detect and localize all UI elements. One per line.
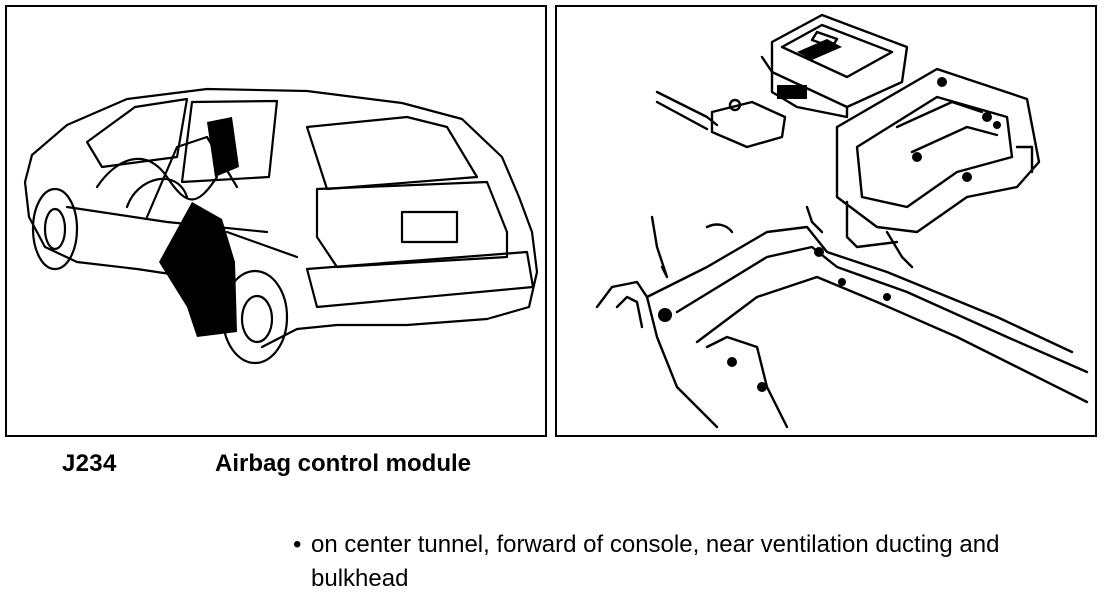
component-title: Airbag control module [215, 450, 472, 477]
location-note-text: on center tunnel, forward of console, ne… [311, 531, 1000, 592]
bullet-icon: • [293, 531, 302, 558]
airbag-module-detail-icon [595, 13, 1089, 429]
location-note: • on center tunnel, forward of console, … [293, 528, 1053, 596]
component-code: J234 [62, 450, 117, 477]
module-detail-panel [555, 5, 1097, 437]
car-cutaway-icon [23, 87, 539, 365]
car-view-panel [5, 5, 547, 437]
